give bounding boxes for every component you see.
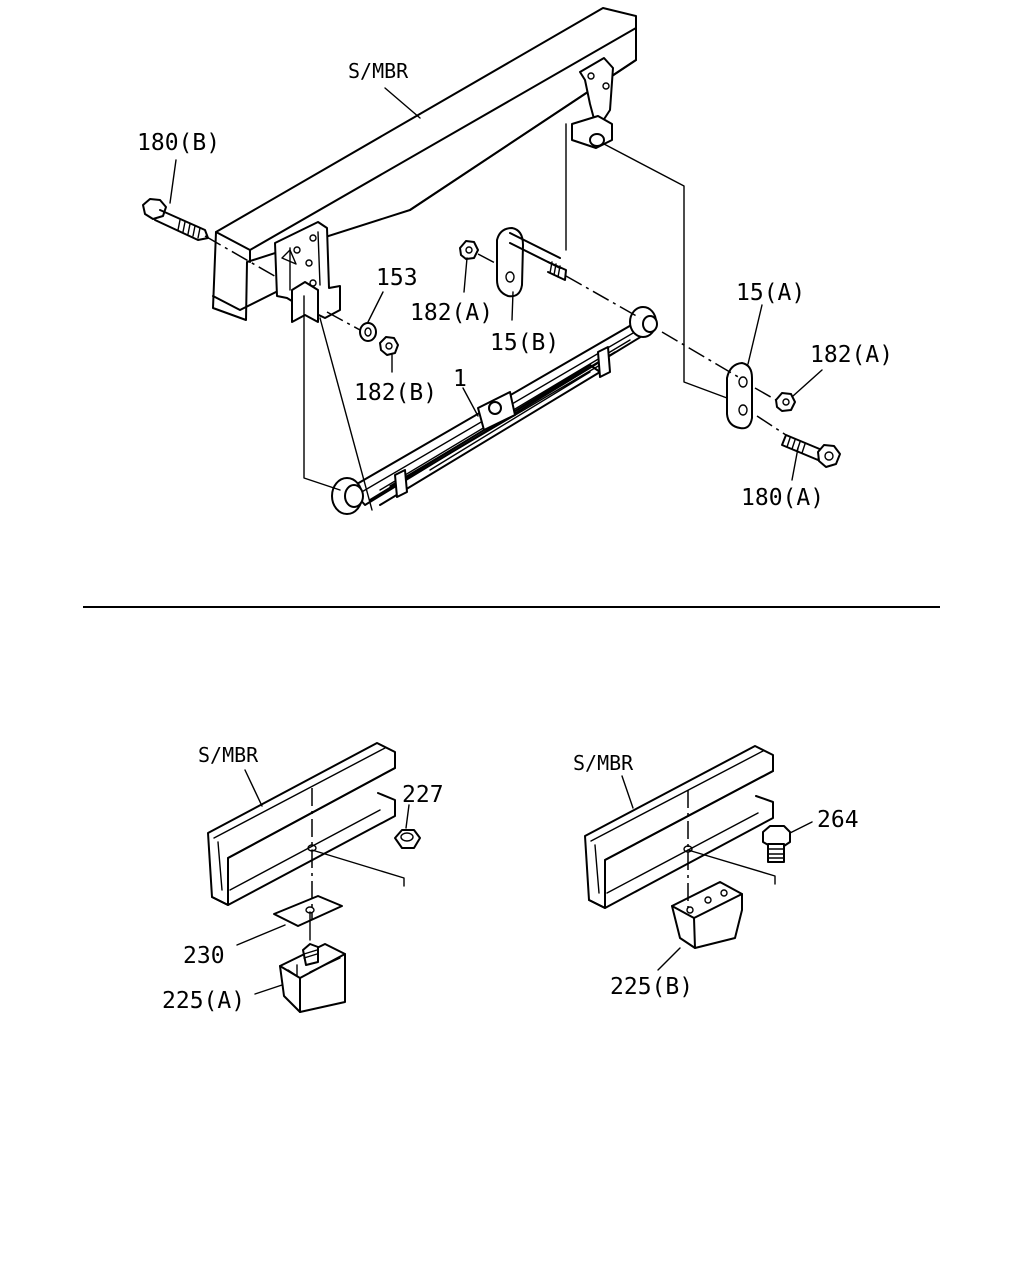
label-shackle-15a: 15(A): [736, 280, 805, 306]
label-washer-153: 153: [376, 265, 418, 291]
label-bumper-225a: 225(A): [162, 988, 245, 1014]
label-shackle-15b: 15(B): [490, 330, 559, 356]
bumper-225b-assembly: S/MBR 264 225(B): [573, 745, 859, 1000]
rear-hanger-bracket: [571, 57, 614, 149]
label-bumper-225b: 225(B): [610, 974, 693, 1000]
rear-spring-assembly: S/MBR 180(B) 153 182(B) 1 182(A) 15(B) 1…: [137, 7, 893, 515]
label-side-member-top: S/MBR: [348, 59, 409, 83]
label-plate-230: 230: [183, 943, 225, 969]
label-side-member-left: S/MBR: [198, 743, 259, 767]
shackle-15a: [726, 362, 753, 430]
nut-227: [394, 829, 421, 849]
bolt-264: [762, 825, 791, 863]
label-bolt-264: 264: [817, 807, 859, 833]
nut-182a-right: [775, 392, 796, 412]
bolt-180b: [142, 198, 209, 241]
leaf-spring: [331, 306, 658, 515]
assembly-lines-left: [236, 769, 410, 995]
leader-lines-top: [169, 87, 823, 481]
label-nut-182a-upper: 182(A): [410, 300, 493, 326]
assembly-lines-right: [621, 775, 813, 971]
label-nut-182a-right: 182(A): [810, 342, 893, 368]
label-nut-227: 227: [402, 782, 444, 808]
shackle-15b: [496, 227, 567, 298]
side-member-channel-left: [207, 742, 396, 906]
label-side-member-right: S/MBR: [573, 751, 634, 775]
bumper-225b: [671, 881, 743, 949]
bolt-180a: [781, 434, 841, 468]
bumper-225a-assembly: S/MBR 227 230 225(A): [162, 742, 444, 1014]
washer-153: [359, 322, 377, 342]
label-nut-182b: 182(B): [354, 380, 437, 406]
front-hanger-bracket: [274, 221, 341, 323]
nut-182b: [379, 336, 399, 356]
plate-230: [273, 895, 343, 927]
assembly-lines-top: [204, 123, 787, 511]
nut-182a-upper: [459, 240, 479, 260]
label-bolt-180b: 180(B): [137, 130, 220, 156]
side-member-channel-right: [584, 745, 774, 909]
label-bolt-180a: 180(A): [741, 485, 824, 511]
bumper-225a: [279, 943, 346, 1013]
label-leaf-spring: 1: [453, 366, 467, 392]
